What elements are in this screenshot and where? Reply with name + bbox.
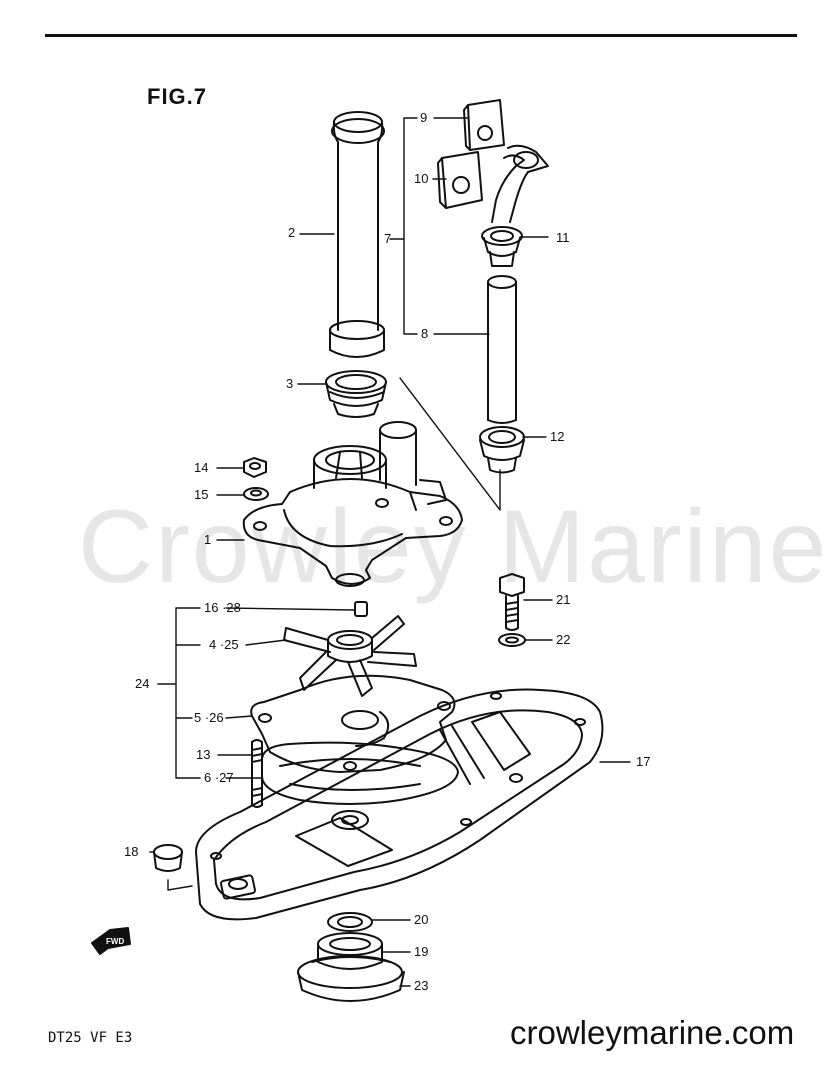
leader-lines [149,117,631,987]
part-8-water-tube [487,275,517,424]
callout-12: 12 [550,429,565,444]
part-11-hose-grommet [481,144,549,267]
callout-21: 21 [556,592,571,607]
part-19-bearing-housing [317,932,383,970]
part-20-seal [327,912,373,932]
callout-22: 22 [556,632,571,647]
part-16-key [354,601,368,617]
part-23-o-ring [297,955,405,1002]
part-18-plug [153,844,183,872]
callout-7: 7 [384,231,392,246]
callout-8: 8 [421,326,429,341]
callout-24: 24 [135,676,150,691]
part-17-base-plate [195,688,604,921]
callout-19: 19 [414,944,429,959]
fwd-badge-label: FWD [106,937,124,946]
watermark: Crowley Marine [78,489,829,605]
part-10-seal [437,151,483,209]
callout-10: 10 [414,171,429,186]
callout-18: 18 [124,844,139,859]
model-code: DT25 VF E3 [48,1030,133,1046]
site-url-link[interactable]: crowleymarine.com [510,1014,795,1051]
callout-11: 11 [556,230,570,245]
part-13-stud [251,739,263,808]
callout-16-28: 16 ·28 [204,600,241,615]
part-9-seal [463,99,505,151]
callout-6-27: 6 ·27 [204,770,234,785]
part-21-bolt [499,573,525,631]
part-2-tube [329,111,385,358]
part-14-nut [243,457,267,478]
callout-9: 9 [420,110,428,125]
callout-23: 23 [414,978,429,993]
callout-13: 13 [196,747,211,762]
callout-2: 2 [288,225,296,240]
callout-14: 14 [194,460,209,475]
part-12-grommet [479,426,525,474]
figure-title: FIG.7 [147,84,208,109]
fwd-arrow-icon: FWD [91,927,131,955]
part-15-washer [243,487,269,501]
part-4-impeller [283,615,417,697]
part-1-pump-housing [242,421,463,587]
top-rule [45,34,797,37]
callout-1: 1 [204,532,212,547]
part-22-washer [498,633,526,647]
callout-5-26: 5 ·26 [194,710,224,725]
part-3-grommet [325,370,387,418]
callout-20: 20 [414,912,429,927]
callout-3: 3 [286,376,294,391]
part-5-plate [250,674,456,773]
callout-15: 15 [194,487,209,502]
part-6-gasket [261,741,459,805]
callout-4-25: 4 ·25 [209,637,239,652]
callout-17: 17 [636,754,651,769]
